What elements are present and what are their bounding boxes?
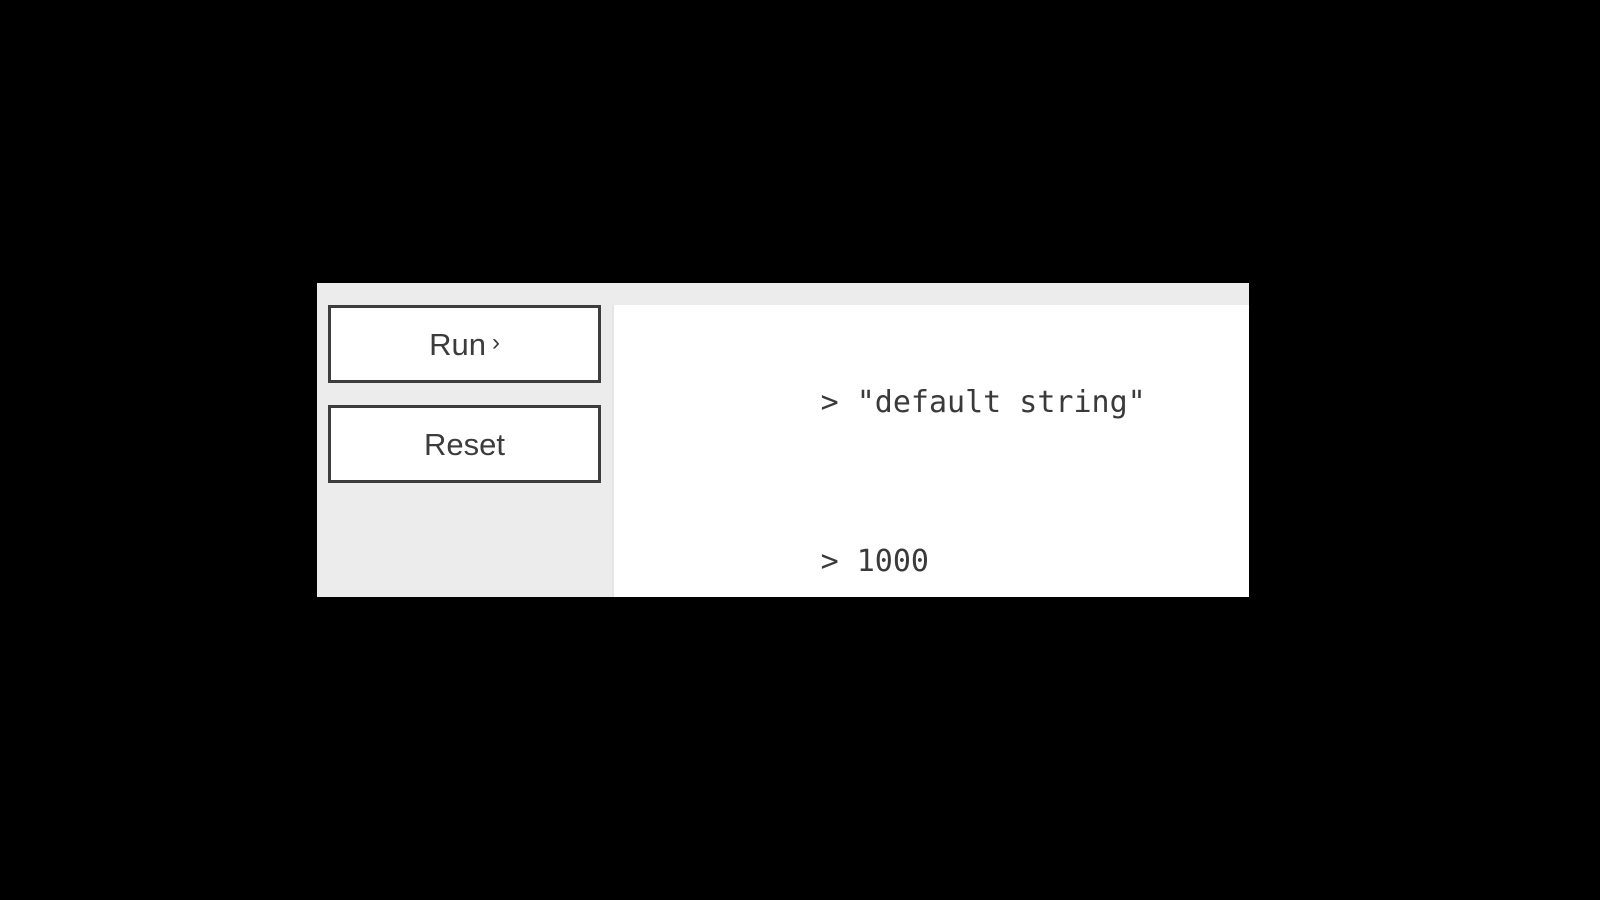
- widget-top-strip: [317, 283, 1249, 305]
- console-line-text: "default string": [856, 385, 1146, 420]
- reset-button[interactable]: Reset: [328, 405, 601, 483]
- console-line: > "default string": [640, 323, 1229, 482]
- console-line-text: 1000: [856, 544, 929, 579]
- console-prompt-icon: >: [820, 385, 857, 420]
- controls-panel: Run › Reset: [317, 305, 612, 597]
- console-output[interactable]: > "default string" > 1000: [614, 305, 1249, 597]
- run-button-label: Run: [429, 326, 486, 362]
- run-console-widget: Run › Reset > "default string" > 1000: [317, 283, 1249, 597]
- console-line: > 1000: [640, 482, 1229, 597]
- panel-divider: [612, 305, 614, 597]
- chevron-right-icon: ›: [491, 329, 500, 356]
- widget-body: Run › Reset > "default string" > 1000: [317, 305, 1249, 597]
- reset-button-label: Reset: [424, 426, 505, 462]
- console-prompt-icon: >: [820, 544, 857, 579]
- run-button[interactable]: Run ›: [328, 305, 601, 383]
